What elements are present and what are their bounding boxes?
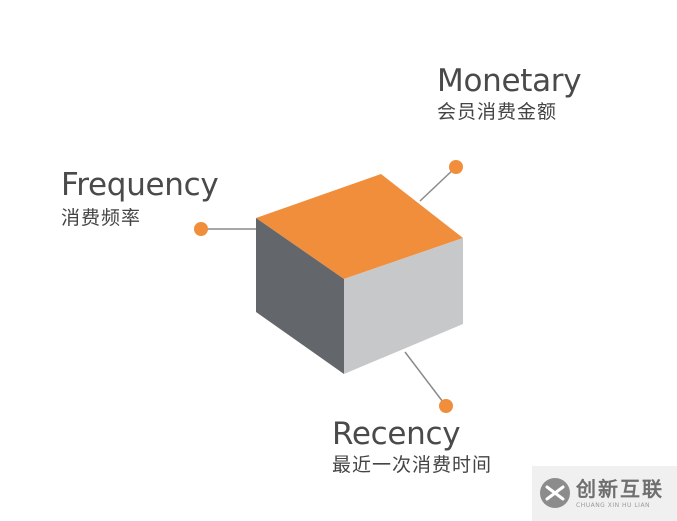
monetary-connector-line bbox=[419, 166, 457, 202]
monetary-subtitle: 会员消费金额 bbox=[437, 101, 558, 123]
watermark-logo-icon bbox=[540, 478, 570, 508]
cube-left-face bbox=[256, 218, 344, 374]
cube-top-face bbox=[256, 174, 463, 279]
recency-connector-line bbox=[404, 351, 447, 407]
frequency-connector-dot bbox=[194, 222, 208, 236]
cube-right-face bbox=[344, 238, 463, 374]
watermark-name: 创新互联 bbox=[576, 477, 664, 501]
recency-connector-dot bbox=[439, 399, 453, 413]
monetary-title: Monetary bbox=[437, 63, 582, 99]
frequency-subtitle: 消费频率 bbox=[61, 207, 142, 229]
watermark-pinyin: CHUANG XIN HU LIAN bbox=[576, 502, 651, 509]
monetary-connector-dot bbox=[449, 160, 463, 174]
frequency-title: Frequency bbox=[61, 167, 219, 203]
recency-subtitle: 最近一次消费时间 bbox=[332, 454, 493, 476]
watermark: 创新互联 CHUANG XIN HU LIAN bbox=[532, 466, 677, 521]
recency-title: Recency bbox=[332, 416, 461, 452]
